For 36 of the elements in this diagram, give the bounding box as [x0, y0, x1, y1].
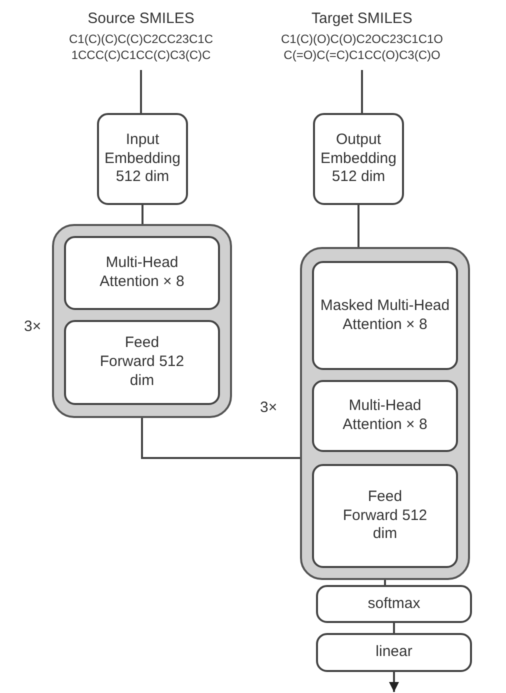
connector-line [393, 623, 395, 633]
box-label: Masked Multi-Head Attention × 8 [319, 296, 451, 334]
process-box [312, 261, 458, 370]
repeat-count: 3× [260, 399, 278, 416]
process-box [64, 236, 220, 310]
process-box [312, 380, 458, 452]
process-box [316, 585, 472, 623]
connector-line [140, 70, 142, 113]
box-label: Input Embedding 512 dim [104, 130, 182, 188]
box-label: Feed Forward 512 dim [98, 334, 186, 391]
connector-line [358, 205, 360, 247]
box-label: Feed Forward 512 dim [342, 488, 428, 544]
smiles-string: C1(C)(O)C(O)C2OC23C1C1O [280, 31, 444, 47]
connector-line [384, 580, 386, 585]
process-box [313, 113, 404, 205]
box-label: Multi-Head Attention × 8 [98, 254, 186, 292]
box-label: Multi-Head Attention × 8 [342, 397, 428, 435]
group-container [52, 224, 232, 418]
repeat-count: 3× [24, 318, 42, 335]
process-box [97, 113, 188, 205]
process-box [312, 464, 458, 568]
connector-line [141, 418, 300, 459]
column-heading: Source SMILES [88, 10, 194, 27]
box-label: linear [374, 643, 414, 662]
connector-line [361, 70, 363, 113]
smiles-string: C1(C)(C)C(C)C2CC23C1C [68, 31, 213, 47]
connector-line [142, 205, 144, 224]
smiles-string: 1CCC(C)C1CC(C)C3(C)C [71, 47, 211, 63]
process-box [316, 633, 472, 672]
box-label: Output Embedding 512 dim [320, 130, 398, 188]
group-container [300, 247, 470, 580]
column-heading: Target SMILES [312, 10, 412, 27]
process-box [64, 320, 220, 405]
arrow [389, 672, 399, 692]
smiles-string: C(=O)C(=C)C1CC(O)C3(C)O [284, 47, 440, 63]
box-label: softmax [366, 594, 422, 614]
